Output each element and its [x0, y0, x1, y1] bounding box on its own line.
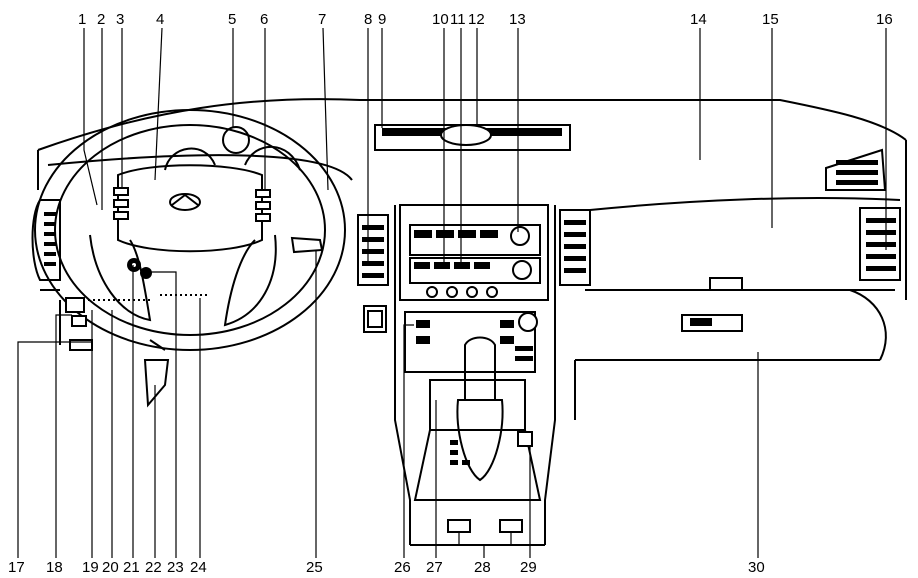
left-side-vent [31, 199, 210, 408]
defrost-vent [374, 124, 571, 151]
label-19: 19 [82, 559, 99, 576]
center-vents [357, 209, 591, 333]
shifter [413, 336, 542, 533]
label-4: 4 [156, 11, 164, 28]
label-21: 21 [123, 559, 140, 576]
label-20: 20 [102, 559, 119, 576]
passenger-side [681, 148, 901, 332]
label-27: 27 [426, 559, 443, 576]
label-5: 5 [228, 11, 236, 28]
label-30: 30 [748, 559, 765, 576]
label-17: 17 [8, 559, 25, 576]
label-13: 13 [509, 11, 526, 28]
label-18: 18 [46, 559, 63, 576]
label-12: 12 [468, 11, 485, 28]
label-28: 28 [474, 559, 491, 576]
label-15: 15 [762, 11, 779, 28]
label-9: 9 [378, 11, 386, 28]
label-8: 8 [364, 11, 372, 28]
label-23: 23 [167, 559, 184, 576]
label-6: 6 [260, 11, 268, 28]
label-26: 26 [394, 559, 411, 576]
label-16: 16 [876, 11, 893, 28]
label-10: 10 [432, 11, 449, 28]
label-11: 11 [450, 11, 466, 28]
center-stack [394, 204, 556, 546]
label-7: 7 [318, 11, 326, 28]
label-3: 3 [116, 11, 124, 28]
label-22: 22 [145, 559, 162, 576]
label-24: 24 [190, 559, 207, 576]
steering-wheel [34, 109, 346, 351]
label-25: 25 [306, 559, 323, 576]
label-2: 2 [97, 11, 105, 28]
label-29: 29 [520, 559, 537, 576]
label-14: 14 [690, 11, 707, 28]
label-1: 1 [78, 11, 86, 28]
leader-lines [17, 27, 887, 558]
callout-labels: 1 2 3 4 5 6 7 8 9 10 11 12 13 14 15 16 1… [8, 11, 893, 576]
